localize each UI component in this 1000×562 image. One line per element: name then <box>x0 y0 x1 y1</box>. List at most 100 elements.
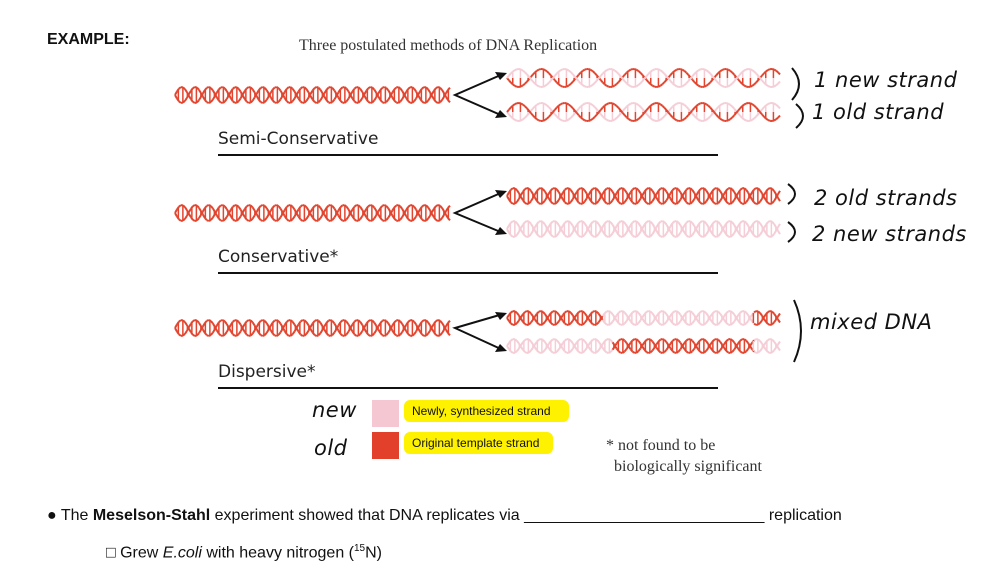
strand-segment <box>597 197 602 202</box>
strand-segment <box>196 217 200 222</box>
strand-segment <box>604 103 608 107</box>
strand-segment <box>739 115 743 119</box>
strand-segment <box>528 321 532 326</box>
strand-segment <box>558 103 562 107</box>
strand-segment <box>385 205 389 209</box>
strand-segment <box>299 218 304 222</box>
strand-segment <box>592 187 596 190</box>
strand-segment <box>599 79 604 83</box>
strand-segment <box>595 233 600 237</box>
strand-segment <box>546 104 550 108</box>
italic-text: E.coli <box>162 544 202 562</box>
strand-segment <box>559 225 564 230</box>
strand-segment <box>683 104 688 108</box>
strand-segment <box>299 100 304 104</box>
strand-segment <box>623 320 628 325</box>
strand-segment <box>667 74 672 79</box>
strand-segment <box>671 338 676 342</box>
strand-segment <box>224 320 228 325</box>
strand-segment <box>590 84 594 87</box>
strand-segment <box>435 319 439 322</box>
strand-segment <box>274 334 277 337</box>
strand-segment <box>241 208 246 214</box>
strand-segment <box>377 328 382 334</box>
strand-segment <box>676 119 679 122</box>
strand-segment <box>534 190 538 195</box>
strand-segment <box>568 117 572 121</box>
strand-segment <box>635 84 640 88</box>
strand-segment <box>621 74 626 78</box>
strand-segment <box>649 103 654 107</box>
strand-segment <box>359 88 364 93</box>
strand-segment <box>528 338 532 343</box>
strand-segment <box>621 112 626 116</box>
strand-segment <box>309 95 314 100</box>
strand-segment <box>510 310 514 314</box>
strand-segment <box>652 118 655 122</box>
strand-segment <box>659 117 664 121</box>
strand-segment <box>592 70 596 74</box>
strand-segment <box>593 106 598 110</box>
strand-segment <box>241 94 246 100</box>
strand-segment <box>237 97 242 102</box>
strand-segment <box>663 321 668 325</box>
strand-segment <box>677 199 682 204</box>
strand-segment <box>609 221 614 226</box>
strand-segment <box>689 75 694 80</box>
strand-segment <box>202 96 206 101</box>
strand-segment <box>573 75 578 80</box>
strand-segment <box>319 214 324 219</box>
strand-segment <box>646 323 649 326</box>
strand-segment <box>697 68 701 72</box>
strand-segment <box>427 88 431 93</box>
strand-segment <box>510 187 514 191</box>
strand-segment <box>583 319 588 324</box>
strand-segment <box>739 310 743 314</box>
strand-segment <box>323 322 328 327</box>
strand-segment <box>570 81 574 85</box>
strand-segment <box>218 99 222 104</box>
strand-segment <box>649 338 654 343</box>
strand-segment <box>188 95 192 100</box>
legend-hand-label: old <box>314 436 348 460</box>
strand-segment <box>556 232 560 237</box>
strand-segment <box>241 323 246 329</box>
strand-segment <box>673 84 677 88</box>
strand-segment <box>381 101 385 104</box>
strand-segment <box>260 334 264 337</box>
strand-segment <box>749 314 753 319</box>
strand-segment <box>345 216 350 221</box>
strand-segment <box>265 96 270 101</box>
strand-segment <box>655 190 660 195</box>
strand-segment <box>550 187 554 192</box>
strand-segment <box>520 102 524 106</box>
strand-segment <box>773 118 777 122</box>
strand-segment <box>291 321 296 326</box>
strand-segment <box>592 338 596 341</box>
strand-segment <box>745 189 749 194</box>
strand-segment <box>435 86 439 89</box>
strand-segment <box>606 118 610 122</box>
strand-segment <box>619 109 624 114</box>
strand-segment <box>587 229 592 235</box>
strand-segment <box>516 347 520 352</box>
sub-bullet-ecoli: □ Grew E.coli with heavy nitrogen (15N) <box>106 543 382 562</box>
strand-segment <box>649 321 654 326</box>
strand-segment <box>367 204 371 208</box>
strand-segment <box>373 329 378 334</box>
strand-segment <box>510 234 514 238</box>
strand-segment <box>685 105 690 110</box>
strand-segment <box>353 218 357 222</box>
strand-segment <box>751 117 755 121</box>
strand-segment <box>649 310 654 315</box>
strand-segment <box>528 220 532 225</box>
strand-segment <box>623 311 628 316</box>
strand-segment <box>617 220 622 224</box>
strand-segment <box>639 106 644 110</box>
strand-segment <box>237 88 242 93</box>
strand-segment <box>685 350 689 354</box>
strand-segment <box>568 83 572 87</box>
strand-segment <box>255 322 260 328</box>
strand-segment <box>317 86 322 91</box>
